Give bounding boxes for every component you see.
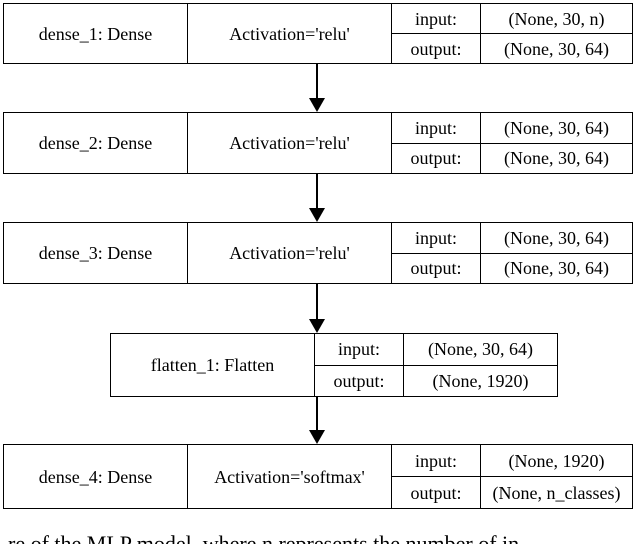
io-label-column: input: output: — [314, 334, 403, 396]
input-shape: (None, 30, 64) — [504, 227, 609, 248]
layer-name: dense_3: Dense — [38, 243, 153, 263]
flow-arrow — [309, 174, 325, 222]
layer-node-dense-2: dense_2: Dense Activation='relu' input: … — [3, 112, 633, 174]
caption-clipped: re of the MLP model, where n represents … — [8, 531, 520, 544]
output-shape: (None, 30, 64) — [481, 252, 632, 284]
layer-node-dense-1: dense_1: Dense Activation='relu' input: … — [3, 3, 633, 64]
output-shape: (None, 1920) — [404, 364, 557, 397]
arrow-shaft — [316, 397, 318, 432]
arrow-head-icon — [309, 319, 325, 333]
input-label: input: — [337, 339, 380, 360]
layer-name: flatten_1: Flatten — [150, 355, 275, 375]
layer-activation: Activation='relu' — [187, 223, 391, 283]
io-label-column: input: output: — [391, 4, 480, 63]
layer-name: dense_4: Dense — [38, 466, 153, 487]
input-label: input: — [414, 227, 457, 248]
input-shape: (None, 30, 64) — [504, 117, 609, 138]
layer-activation: Activation='softmax' — [187, 445, 391, 508]
arrow-head-icon — [309, 208, 325, 222]
io-shape-column: (None, 30, n) (None, 30, 64) — [480, 4, 632, 63]
layer-name: dense_1: Dense — [38, 23, 153, 44]
output-shape: (None, 30, 64) — [481, 33, 632, 63]
flow-arrow — [309, 397, 325, 444]
layer-name: dense_2: Dense — [38, 133, 153, 153]
io-label-column: input: output: — [391, 223, 480, 283]
output-label: output: — [392, 476, 480, 508]
input-label: input: — [414, 117, 457, 138]
io-shape-column: (None, 30, 64) (None, 1920) — [403, 334, 557, 396]
arrow-shaft — [316, 64, 318, 100]
output-label: output: — [392, 33, 480, 63]
layer-node-flatten-1: flatten_1: Flatten input: output: (None,… — [110, 333, 558, 397]
input-label: input: — [414, 450, 457, 471]
output-label: output: — [315, 364, 403, 397]
input-shape: (None, 1920) — [508, 450, 605, 471]
output-shape: (None, n_classes) — [481, 476, 632, 508]
layer-node-dense-3: dense_3: Dense Activation='relu' input: … — [3, 222, 633, 284]
output-label: output: — [392, 142, 480, 174]
layer-activation: Activation='relu' — [187, 4, 391, 63]
layer-activation: Activation='relu' — [187, 113, 391, 173]
io-shape-column: (None, 30, 64) (None, 30, 64) — [480, 223, 632, 283]
input-shape: (None, 30, 64) — [428, 339, 533, 360]
flow-arrow — [309, 284, 325, 333]
output-shape: (None, 30, 64) — [481, 142, 632, 174]
io-label-column: input: output: — [391, 445, 480, 508]
arrow-shaft — [316, 174, 318, 210]
io-shape-column: (None, 30, 64) (None, 30, 64) — [480, 113, 632, 173]
output-label: output: — [392, 252, 480, 284]
arrow-shaft — [316, 284, 318, 321]
arrow-head-icon — [309, 430, 325, 444]
io-label-column: input: output: — [391, 113, 480, 173]
input-label: input: — [414, 8, 457, 29]
arrow-head-icon — [309, 98, 325, 112]
layer-node-dense-4: dense_4: Dense Activation='softmax' inpu… — [3, 444, 633, 509]
flow-arrow — [309, 64, 325, 112]
io-shape-column: (None, 1920) (None, n_classes) — [480, 445, 632, 508]
input-shape: (None, 30, n) — [508, 8, 605, 29]
